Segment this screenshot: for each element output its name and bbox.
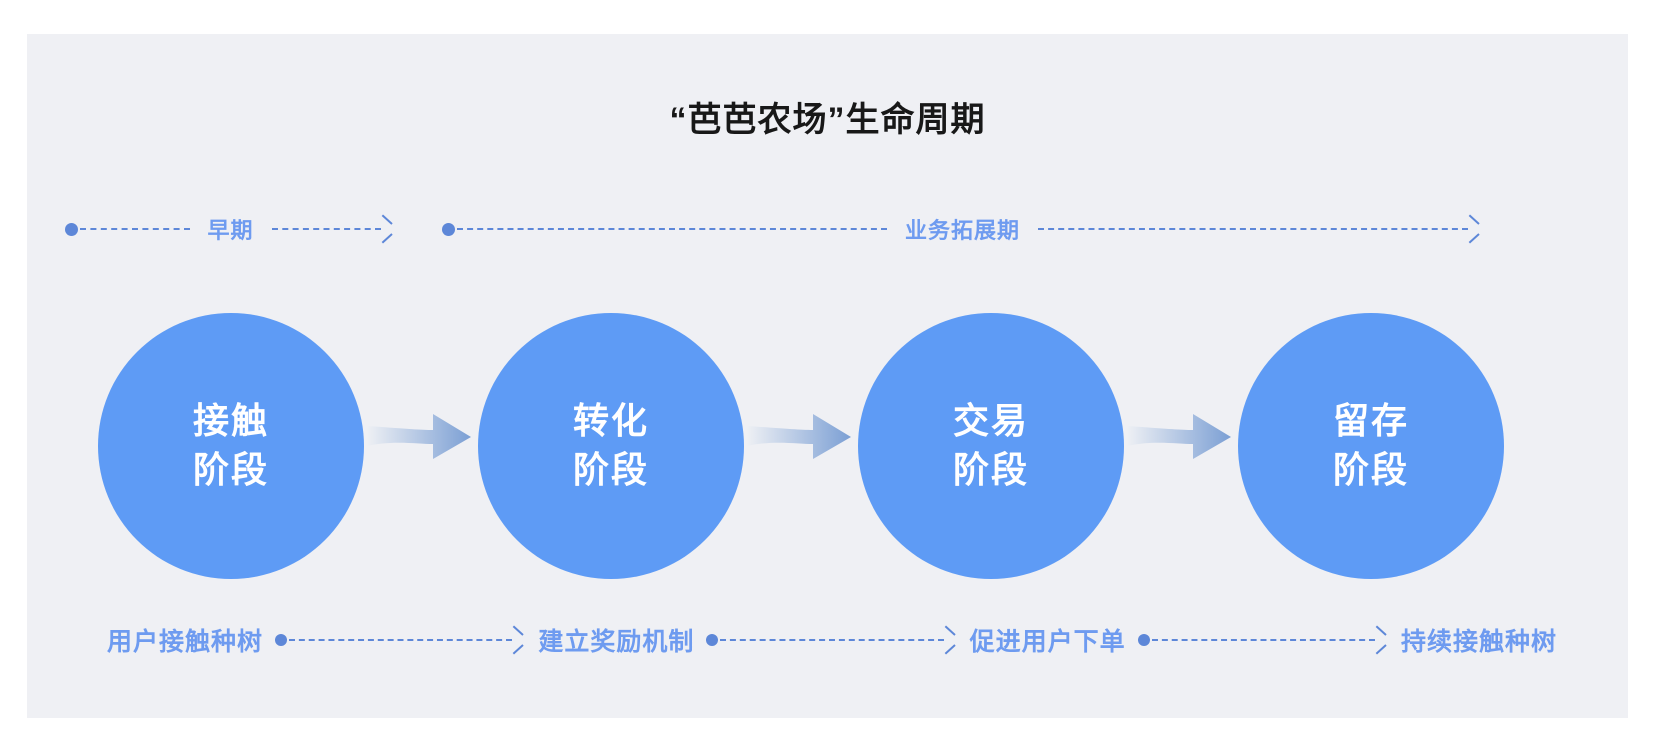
stage-label-line1: 接触 — [192, 400, 269, 442]
stage-circle-transaction: 交易 阶段 — [858, 313, 1124, 579]
phase-arrow-icon — [379, 221, 395, 237]
phase-dashed-line — [80, 228, 190, 230]
step-dashed-line — [720, 639, 944, 641]
step-dashed-line — [289, 639, 513, 641]
step-connector — [694, 632, 969, 648]
stage-circle-contact: 接触 阶段 — [98, 313, 364, 579]
phase-start-dot — [442, 222, 455, 236]
step-arrow-icon — [942, 632, 958, 648]
phase-dashed-line — [1038, 228, 1469, 230]
step-arrow-icon — [510, 632, 526, 648]
phase-timeline-early: 早期 — [65, 206, 395, 252]
stage-circle-retention: 留存 阶段 — [1238, 313, 1504, 579]
page-title: “芭芭农场”生命周期 — [669, 101, 986, 139]
step-dot — [275, 634, 288, 646]
phase-dashed-line — [457, 228, 887, 230]
step-dot — [706, 634, 719, 646]
step-connector — [1126, 632, 1401, 648]
stage-circle-conversion: 转化 阶段 — [478, 313, 744, 579]
phase-label-early: 早期 — [207, 218, 254, 243]
phase-start-dot — [65, 222, 78, 236]
phase-timeline-expansion: 业务拓展期 — [442, 206, 1482, 252]
step-label-contact-planting: 用户接触种树 — [107, 628, 264, 656]
step-dashed-line — [1151, 639, 1375, 641]
stage-label-line2: 阶段 — [952, 449, 1029, 490]
step-label-reward-mechanism: 建立奖励机制 — [538, 628, 695, 656]
stage-label-line2: 阶段 — [572, 449, 649, 490]
step-label-promote-orders: 促进用户下单 — [969, 628, 1126, 656]
phase-dashed-line — [271, 228, 382, 230]
step-arrow-icon — [1373, 632, 1389, 648]
step-dot — [1137, 634, 1150, 646]
phase-arrow-icon — [1466, 221, 1482, 237]
step-connector — [263, 632, 538, 648]
stage-label-line1: 转化 — [572, 400, 649, 442]
flow-arrow-icon — [1127, 414, 1231, 459]
diagram-panel: “芭芭农场”生命周期 早期 业务拓展期 接触 阶段 转化 阶段 交易 阶段 留存… — [27, 34, 1628, 718]
stage-label-line2: 阶段 — [1332, 449, 1409, 490]
flow-arrow-icon — [367, 414, 471, 459]
step-label-continuous-planting: 持续接触种树 — [1400, 628, 1557, 656]
stage-label-line2: 阶段 — [192, 449, 269, 490]
stage-label-line1: 交易 — [952, 400, 1029, 442]
phase-label-expansion: 业务拓展期 — [905, 218, 1021, 243]
flow-arrow-icon — [747, 414, 851, 459]
stage-label-line1: 留存 — [1332, 400, 1409, 442]
step-sequence: 用户接触种树 建立奖励机制 促进用户下单 持续接触种树 — [107, 614, 1557, 666]
